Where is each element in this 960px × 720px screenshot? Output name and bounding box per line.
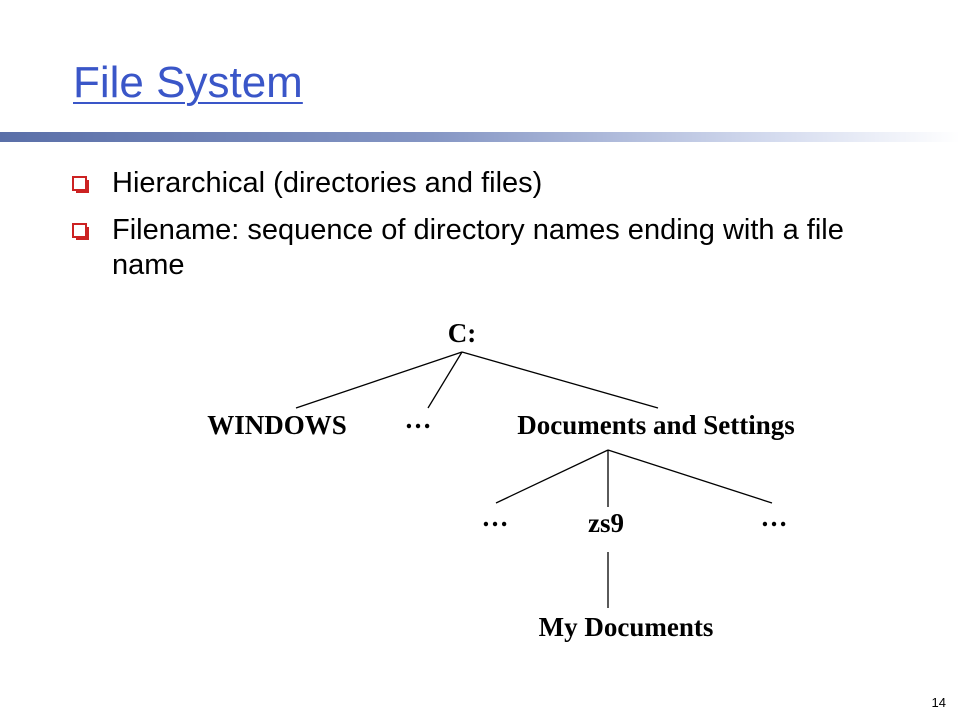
title-divider xyxy=(0,132,960,142)
page-number: 14 xyxy=(931,695,946,710)
bullet-text: Filename: sequence of directory names en… xyxy=(112,213,844,281)
bullet-item: Hierarchical (directories and files) xyxy=(72,166,912,201)
edge-root-windows xyxy=(295,351,463,409)
square-bullet-icon xyxy=(72,176,89,193)
slide-title: File System xyxy=(73,58,303,107)
node-windows: WINDOWS xyxy=(207,410,347,440)
node-root: C: xyxy=(447,318,477,348)
node-zs9: zs9 xyxy=(588,508,624,538)
bullet-item: Filename: sequence of directory names en… xyxy=(72,213,912,283)
edge-root-documents xyxy=(461,351,659,409)
node-my-documents: My Documents xyxy=(538,612,714,642)
node-ellipsis: … xyxy=(481,502,509,532)
bullet-list: Hierarchical (directories and files) Fil… xyxy=(72,166,912,294)
node-ellipsis: … xyxy=(760,502,788,532)
node-documents-and-settings: Documents and Settings xyxy=(517,410,795,440)
square-bullet-icon xyxy=(72,222,89,240)
node-ellipsis: … xyxy=(404,404,432,434)
edge-docs-right-ellipsis xyxy=(607,449,773,504)
edge-docs-left-ellipsis xyxy=(495,449,609,504)
edge-root-ellipsis xyxy=(427,351,463,409)
bullet-text: Hierarchical (directories and files) xyxy=(112,167,543,199)
